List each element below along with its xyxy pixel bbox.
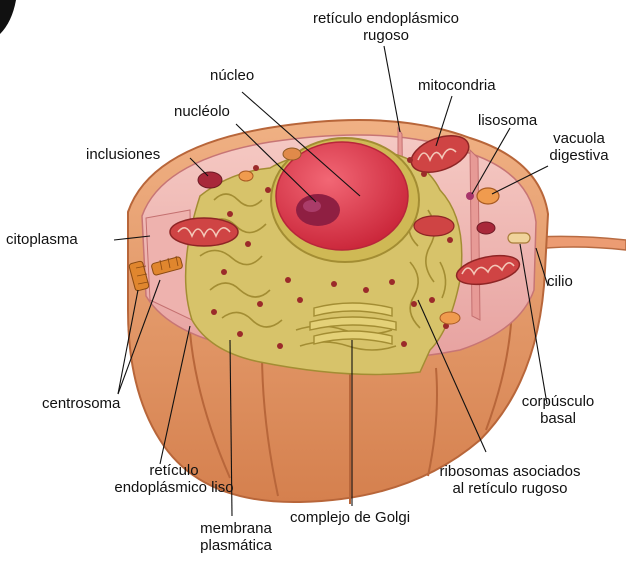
label-inclusiones: inclusiones — [86, 146, 160, 163]
vesicle — [440, 312, 460, 324]
label-corpusculo: corpúsculo basal — [504, 393, 612, 427]
mitochondrion — [170, 218, 238, 246]
label-rer-line2: rugoso — [286, 27, 486, 44]
label-ribosomas-line2: al retículo rugoso — [412, 480, 608, 497]
label-lisosoma: lisosoma — [478, 112, 537, 129]
label-cilio: cilio — [547, 273, 573, 290]
label-vacuola: vacuola digestiva — [536, 130, 622, 164]
label-corpusculo-line2: basal — [504, 410, 612, 427]
label-vacuola-line1: vacuola — [536, 130, 622, 147]
label-nucleo: núcleo — [210, 67, 254, 84]
label-golgi: complejo de Golgi — [290, 509, 410, 526]
inclusion — [477, 222, 495, 234]
inclusion — [283, 148, 301, 160]
label-membrana: membrana plasmática — [188, 520, 284, 554]
label-vacuola-line2: digestiva — [536, 147, 622, 164]
golgi-complex — [310, 303, 396, 344]
label-membrana-line2: plasmática — [188, 537, 284, 554]
label-citoplasma: citoplasma — [6, 231, 78, 248]
label-membrana-line1: membrana — [188, 520, 284, 537]
corner-mark — [0, 0, 16, 34]
digestive-vacuole — [477, 188, 499, 204]
label-nucleolo: nucléolo — [174, 103, 230, 120]
label-mitocondria: mitocondria — [418, 77, 496, 94]
label-corpusculo-line1: corpúsculo — [504, 393, 612, 410]
label-rel-line2: endoplásmico liso — [94, 479, 254, 496]
basal-body — [508, 233, 530, 243]
vesicle — [239, 171, 253, 181]
label-rel: retículo endoplásmico liso — [94, 462, 254, 496]
label-ribosomas-line1: ribosomas asociados — [412, 463, 608, 480]
label-centrosoma: centrosoma — [42, 395, 120, 412]
label-ribosomas: ribosomas asociados al retículo rugoso — [412, 463, 608, 497]
label-rer-line1: retículo endoplásmico — [286, 10, 486, 27]
inclusion — [198, 172, 222, 188]
label-rer: retículo endoplásmico rugoso — [286, 10, 486, 44]
mitochondrion — [414, 216, 454, 236]
label-rel-line1: retículo — [94, 462, 254, 479]
